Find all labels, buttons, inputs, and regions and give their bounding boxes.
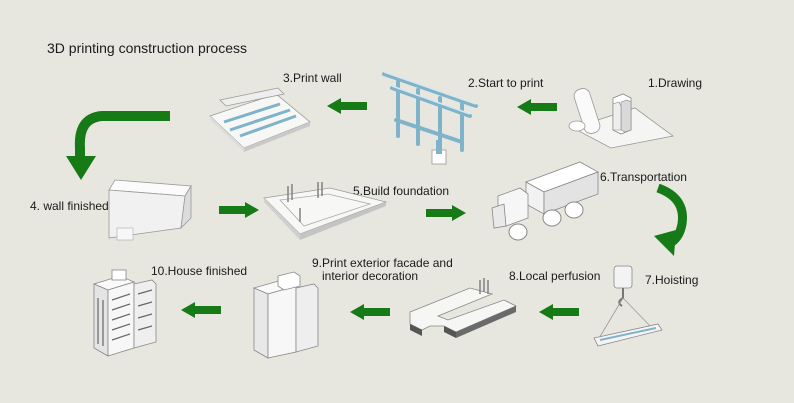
step-10-label: 10.House finished [151,264,248,278]
crane-hook-icon [592,262,664,354]
foundation-slab-icon [260,182,390,244]
step-5-label: 5.Build foundation [353,184,450,198]
step-9-label-line2: interior decoration [322,269,419,283]
facade-building-icon [252,270,322,362]
arrow-step8-to-step9 [350,304,390,320]
arrow-step1-to-step2 [517,99,557,115]
truck-icon [490,160,602,246]
step-8-label: 8.Local perfusion [509,269,601,283]
curved-arrow-step6-to-step7 [652,183,696,260]
blueprint-drawing-icon [565,80,675,150]
step-2-label: 2.Start to print [468,76,544,90]
step-4-label: 4. wall finished [30,199,109,213]
step-6-label: 6.Transportation [600,170,687,184]
step-1-label: 1.Drawing [648,76,703,90]
wall-module-icon [107,179,193,242]
poured-foundation-icon [408,278,518,344]
step-7-label: 7.Hoisting [645,273,699,287]
step-9-label: 9.Print exterior facade and [312,256,453,270]
gantry-printer-icon [378,64,488,172]
step-3-label: 3.Print wall [283,71,342,85]
arrow-step5-to-step6 [426,205,466,221]
arrow-step7-to-step8 [539,304,579,320]
printed-wall-icon [206,86,312,152]
arrow-step9-to-step10 [181,302,221,318]
curved-arrow-step3-to-step4 [62,108,174,184]
arrow-step2-to-step3 [327,98,367,114]
diagram-title: 3D printing construction process [47,40,247,56]
finished-house-icon [90,268,160,360]
arrow-step4-to-step5 [219,202,259,218]
